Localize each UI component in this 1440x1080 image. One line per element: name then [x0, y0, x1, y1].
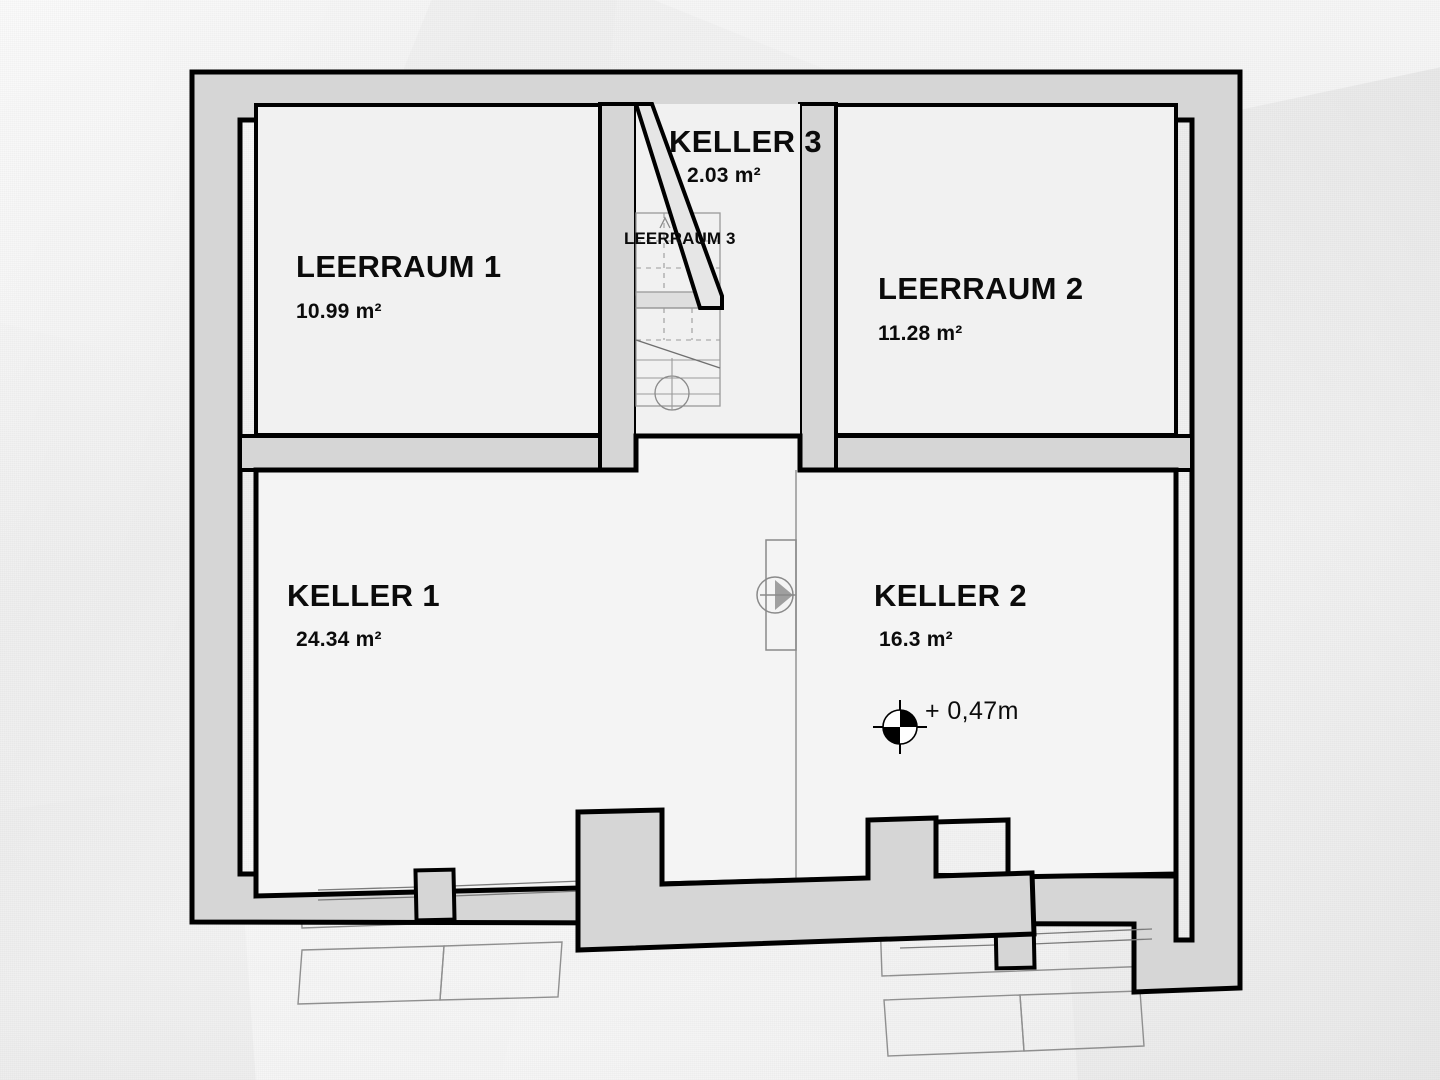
light-well-4	[1019, 990, 1145, 1052]
bottom-wall-band	[575, 807, 1037, 953]
room-label-leerraum-3: LEERRAUM 3	[624, 229, 736, 248]
room-label-leerraum-2: LEERRAUM 2	[878, 271, 1084, 306]
room-label-keller-3: KELLER 3	[669, 124, 823, 159]
room-area-keller-2: 16.3 m²	[879, 628, 953, 651]
wall-mid-horizontal-left	[238, 434, 638, 472]
stair-break-line	[635, 339, 721, 369]
light-well-2	[439, 941, 563, 1001]
door-swing-icon	[756, 539, 797, 651]
room-label-keller-2: KELLER 2	[874, 578, 1028, 613]
light-well-1	[297, 945, 445, 1005]
room-area-leerraum-1: 10.99 m²	[296, 300, 382, 323]
bottom-wall-shape	[575, 807, 1037, 953]
wall-mid-horizontal-right	[798, 434, 1194, 472]
level-datum-label: + 0,47m	[925, 697, 1019, 725]
room-area-keller-3: 2.03 m²	[687, 164, 761, 187]
datum-quadrant-sw	[883, 727, 900, 744]
outer-wall-body	[189, 69, 1243, 995]
room-label-leerraum-1: LEERRAUM 1	[296, 249, 502, 284]
room-area-keller-1: 24.34 m²	[296, 628, 382, 651]
light-wells-group	[297, 941, 1145, 1057]
keller-floor-area	[253, 433, 1179, 899]
stair-up-arrow	[659, 216, 671, 229]
level-datum-icon	[873, 700, 927, 754]
interior-walls	[238, 102, 1194, 472]
window-pier-left	[413, 867, 457, 923]
stair-railing-diagonal	[633, 102, 724, 310]
outer-wall	[189, 69, 1243, 995]
staircase-icon	[633, 102, 724, 411]
keller-floor-outline	[253, 433, 1179, 899]
room-fills	[254, 103, 1178, 470]
wall-corridor-left	[598, 102, 638, 472]
room-area-leerraum-2: 11.28 m²	[878, 322, 963, 345]
stair-lower-treads	[636, 308, 720, 395]
stair-lower-box	[635, 307, 721, 407]
room-label-keller-1: KELLER 1	[287, 578, 441, 613]
room-fill-leerraum-1	[254, 103, 602, 437]
window-left	[317, 880, 583, 901]
datum-quadrant-ne	[900, 710, 917, 727]
light-well-3	[883, 994, 1025, 1057]
room-fill-leerraum-2	[834, 103, 1178, 437]
